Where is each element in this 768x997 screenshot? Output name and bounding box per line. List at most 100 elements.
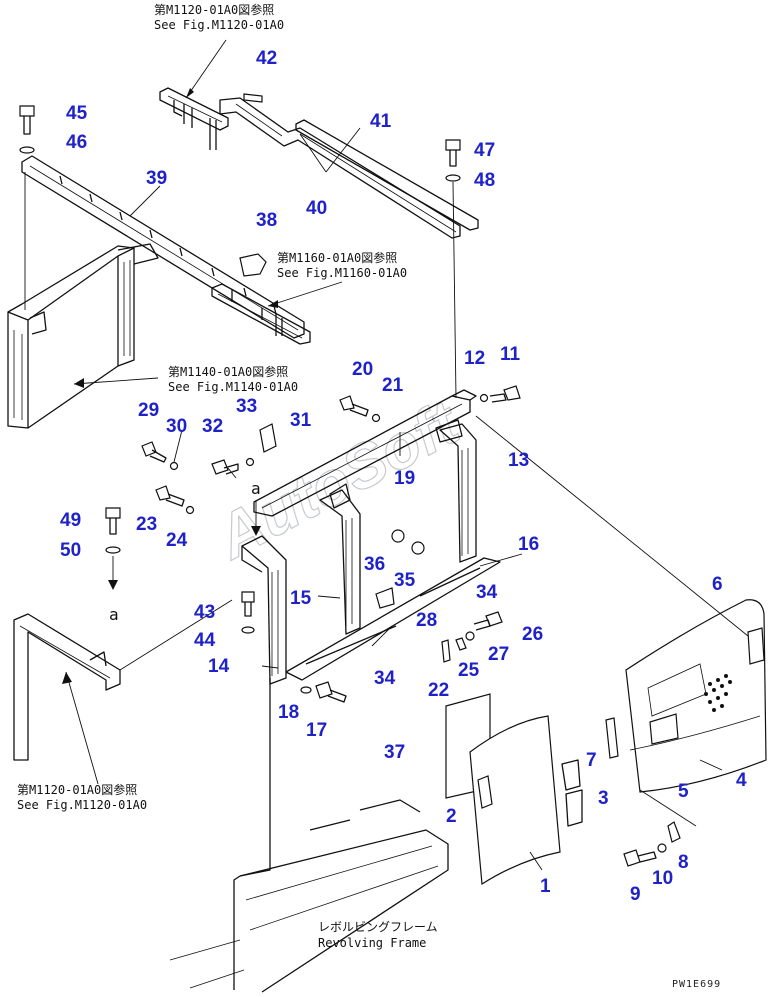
side-frame-m1140 — [7, 243, 159, 429]
callout-32: 32 — [202, 416, 223, 437]
callout-19: 19 — [394, 468, 415, 489]
part-10-washer — [657, 843, 667, 853]
part-13-right-post — [435, 419, 477, 563]
arrow-a-top — [251, 526, 261, 536]
part-38-wedge — [239, 253, 267, 277]
callout-1: 1 — [540, 876, 551, 897]
callout-31: 31 — [290, 410, 312, 431]
leader-6 — [475, 415, 749, 637]
callout-8: 8 — [678, 852, 689, 873]
callout-38: 38 — [256, 210, 277, 231]
part-18-washer — [300, 686, 312, 694]
part-44-washer — [241, 626, 255, 634]
leader-m1140 — [73, 377, 159, 385]
part-25-plate — [455, 637, 467, 651]
leader-48 — [452, 181, 457, 399]
callout-14: 14 — [208, 656, 230, 677]
part-45-bolt — [19, 105, 35, 135]
callout-25: 25 — [458, 660, 480, 681]
part-34-strip-a — [305, 625, 397, 665]
part-17-bolt — [315, 681, 347, 703]
callout-2: 2 — [446, 806, 457, 827]
part-27-washer — [465, 631, 475, 641]
callout-leaders — [129, 127, 723, 871]
part-7-seal — [605, 717, 619, 759]
callout-18: 18 — [278, 702, 299, 723]
part-16-bottom-rail — [285, 557, 501, 681]
label-a-top: a — [251, 479, 261, 498]
callout-5: 5 — [678, 781, 689, 802]
part-49-bolt — [105, 507, 121, 535]
part-3-strips — [561, 759, 583, 827]
part-4-side-cover — [625, 599, 767, 793]
part-11-bolt — [489, 385, 521, 403]
part-14-left-post — [241, 535, 287, 685]
part-12-washer — [479, 393, 489, 403]
ref-frame-en: Revolving Frame — [318, 936, 426, 950]
part-40-bracket — [219, 97, 461, 239]
callout-23: 23 — [136, 514, 157, 535]
drawing-code: PW1E699 — [672, 979, 721, 990]
callout-34b: 34 — [374, 668, 396, 689]
leader-m1120-top — [185, 39, 227, 99]
callout-33: 33 — [236, 396, 257, 417]
callout-9: 9 — [630, 884, 641, 905]
ref-m1120-bottom-en: See Fig.M1120-01A0 — [17, 798, 147, 812]
part-29-bolt — [141, 441, 167, 463]
leader-u-bracket — [119, 599, 233, 671]
callout-4: 4 — [736, 770, 747, 791]
left-u-bracket — [13, 613, 121, 761]
part-39-upper-frame — [21, 155, 305, 339]
ref-frame-jp: レボルビングフレーム — [318, 920, 438, 934]
ref-m1160-jp: 第M1160-01A0図参照 — [277, 250, 397, 265]
callout-10: 10 — [652, 868, 673, 889]
callout-41: 41 — [370, 111, 392, 132]
ref-m1140-en: See Fig.M1140-01A0 — [168, 380, 298, 394]
ref-m1120-bottom-jp: 第M1120-01A0図参照 — [17, 782, 137, 797]
callout-17: 17 — [306, 720, 327, 741]
callout-35: 35 — [394, 570, 416, 591]
callout-28: 28 — [416, 610, 437, 631]
revolving-frame — [169, 678, 449, 993]
arrow-50 — [108, 580, 118, 590]
arrow-m1140 — [74, 378, 84, 388]
callout-46: 46 — [66, 132, 87, 153]
part-8-clip — [667, 821, 681, 843]
callout-45: 45 — [66, 103, 88, 124]
callout-26: 26 — [522, 624, 543, 645]
part-36-clip — [391, 529, 405, 543]
grille-dots — [704, 674, 732, 712]
callout-20: 20 — [352, 359, 373, 380]
arrow-m1120-bottom — [62, 672, 72, 684]
part-47-bolt — [445, 139, 461, 167]
callout-39: 39 — [146, 168, 167, 189]
ref-m1140-jp: 第M1140-01A0図参照 — [168, 364, 288, 379]
callout-24: 24 — [166, 530, 188, 551]
part-33-washer — [245, 457, 255, 467]
part-2-hinge — [477, 775, 493, 809]
leader-m1160 — [267, 281, 343, 307]
m1160-bracket — [211, 283, 311, 345]
callout-16: 16 — [518, 534, 539, 555]
callout-34a: 34 — [476, 582, 498, 603]
arrow-m1120-top — [186, 88, 194, 98]
callout-15: 15 — [290, 588, 312, 609]
part-26-bolt — [473, 611, 503, 631]
callout-7: 7 — [586, 750, 597, 771]
part-32-bolt — [211, 459, 239, 475]
callout-22: 22 — [428, 680, 449, 701]
ref-m1120-top-jp: 第M1120-01A0図参照 — [154, 2, 274, 17]
part-46-washer — [19, 146, 35, 154]
part-6-handle — [747, 627, 765, 665]
ref-m1120-top-en: See Fig.M1120-01A0 — [154, 18, 284, 32]
part-42-block — [243, 93, 263, 103]
part-50-washer — [105, 546, 121, 554]
part-34-strip-b — [419, 567, 481, 597]
part-48-washer — [445, 174, 461, 182]
part-9-bolt — [623, 849, 657, 867]
part-24-washer — [185, 505, 195, 515]
callout-40: 40 — [306, 198, 327, 219]
ref-m1160-en: See Fig.M1160-01A0 — [277, 266, 407, 280]
